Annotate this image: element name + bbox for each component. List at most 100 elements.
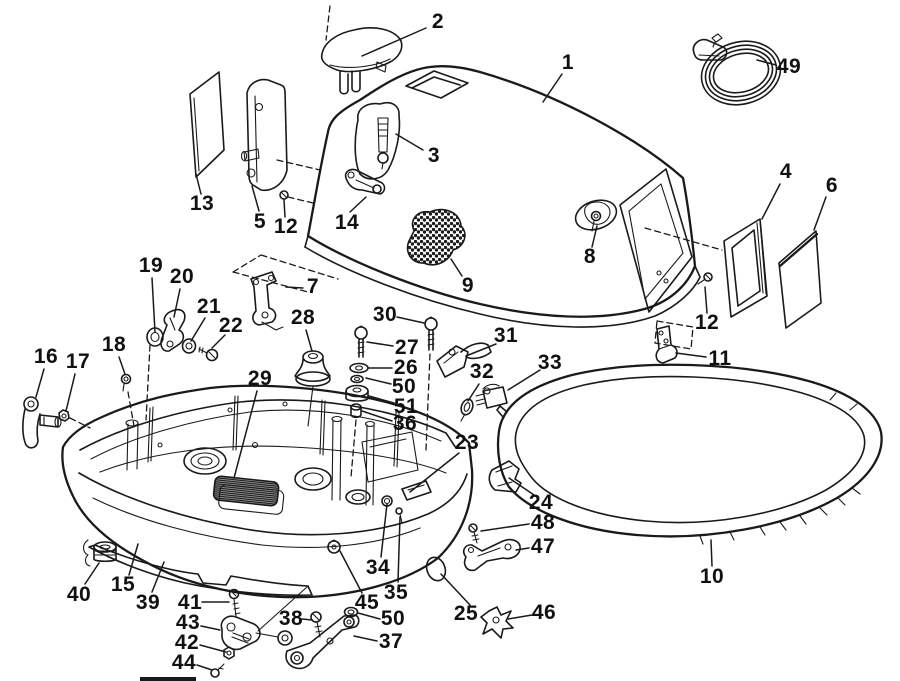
callout-leader-21 [190,317,206,342]
callout-leader-50 [365,377,392,385]
callout-leader-47 [515,547,530,551]
callout-leader-43 [200,625,221,631]
callout-leader-38 [301,618,313,621]
screw-22 [198,346,219,362]
clamp-31 [436,342,492,378]
washer-50-upper [350,374,364,384]
callout-leader-5 [251,185,260,212]
callout-leader-9 [450,258,463,277]
washer-50-lower [343,606,359,618]
callout-leader-25 [440,573,471,606]
callout-leader-39 [151,561,165,593]
callout-leader-4 [761,183,781,220]
starter-rope-49 [692,33,782,106]
callout-leader-30 [396,316,425,324]
screw-38 [310,611,323,638]
callout-leader-8 [591,225,598,248]
callout-leader-19 [151,277,156,333]
latch-recess-and-latch-3 [354,101,401,180]
plate-29 [212,475,285,515]
bracket-47 [463,538,521,572]
screw-12-right [697,272,713,285]
callout-leader-12 [704,286,708,314]
callout-leader-32 [467,383,480,402]
bracket-43 [220,615,293,651]
callout-leader-36 [361,410,393,422]
callout-leaders [35,27,827,671]
callout-leader-3 [395,133,424,151]
lower-pan [61,384,474,618]
callout-leader-17 [65,373,76,412]
bottom-edge-bar [140,677,196,681]
grommet-51 [345,384,369,402]
plate-13 [189,71,225,178]
callout-leader-1 [542,73,563,103]
screw-48 [468,523,480,544]
seal-ring-10 [496,363,883,545]
callout-leader-6 [813,196,827,231]
callout-leader-16 [35,368,45,398]
bracket-11 [655,325,678,364]
latch-23 [401,480,432,501]
grommet-40 [93,541,117,563]
callout-leader-51 [368,395,395,404]
plate-5 [240,78,288,192]
pin-35 [395,507,403,524]
bolt-45 [327,539,341,554]
cap-recess [405,70,469,99]
lever-16 [22,396,62,449]
nut-17 [58,409,70,422]
latch-keeper-8 [574,199,618,232]
callout-leader-12 [283,199,286,218]
clip-46 [480,606,514,639]
callout-leader-11 [675,352,707,358]
bolt-27 [354,325,368,358]
assembly-line-43 [257,586,308,632]
callout-leader-14 [349,196,367,213]
callout-leader-45 [339,550,363,594]
callout-leader-24 [508,477,535,496]
callout-leader-13 [195,173,202,195]
nut-42 [223,646,235,660]
bracket-37 [285,614,360,670]
callout-leader-33 [507,369,541,391]
callout-leader-18 [118,356,126,375]
callout-leader-48 [480,523,530,532]
plug-25 [425,556,447,582]
callout-leader-7 [285,286,304,289]
bracket-7 [250,271,284,331]
screw-12-left [279,190,289,200]
engine-cover [304,65,701,328]
callout-leader-27 [366,341,394,347]
emblem-9 [406,208,466,266]
callout-leader-42 [199,644,227,653]
callout-leader-10 [710,539,713,567]
dashed-assembly-lines [69,5,723,478]
callout-leader-44 [196,664,213,671]
callout-leader-28 [305,329,313,352]
nut-18 [120,373,132,392]
mount-24 [488,460,522,493]
callout-leader-31 [465,343,497,357]
fuel-connector-33 [475,383,508,418]
top-cap-2 [320,27,403,95]
callout-leader-34 [380,503,388,558]
retainer-frame-4 [723,218,768,318]
latch-lever-14 [344,168,386,195]
spacer-36 [350,403,362,419]
callout-leader-20 [173,288,181,318]
plate-6 [778,230,822,329]
callout-leader-35 [397,516,401,583]
screw-44 [210,663,225,678]
callout-leader-23 [409,452,460,493]
mount-28 [294,350,331,427]
callout-leader-49 [756,59,777,66]
callout-leader-2 [361,27,427,57]
callout-leader-22 [211,334,226,349]
screw-41 [228,588,241,617]
strap-39 [82,539,313,596]
callout-leader-50 [357,612,381,620]
callout-leader-37 [353,635,378,642]
bolt-30 [424,316,438,351]
